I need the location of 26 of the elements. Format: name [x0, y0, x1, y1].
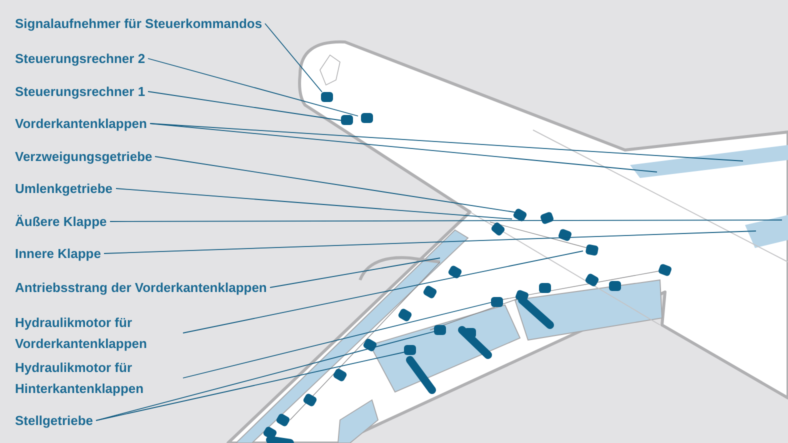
leader-line	[182, 300, 498, 378]
callout-label: Umlenkgetriebe	[15, 178, 113, 199]
leader-line	[116, 188, 512, 220]
callout-label: Steuerungsrechner 2	[15, 48, 146, 69]
leader-line	[110, 220, 782, 222]
leader-line	[96, 352, 406, 421]
callout-label: Vorderkantenklappen	[15, 113, 147, 134]
leader-line	[154, 156, 520, 214]
callout-label: Innere Klappe	[15, 243, 101, 264]
callout-label: Antriebsstrang der Vorderkantenklappen	[15, 277, 267, 298]
leader-line	[104, 230, 756, 254]
leader-line	[150, 123, 744, 162]
callout-label: Verzweigungsgetriebe	[15, 146, 152, 167]
callout-label: Signalaufnehmer für Steuerkommandos	[15, 13, 262, 34]
callout-label: Steuerungsrechner 1	[15, 81, 146, 102]
leader-line	[148, 58, 358, 116]
leader-line	[264, 23, 322, 92]
leader-line	[150, 123, 658, 172]
leader-line	[148, 91, 346, 122]
leader-line	[182, 250, 584, 334]
callout-label: Hydraulikmotor für Vorderkantenklappen	[15, 312, 180, 354]
callout-label: Stellgetriebe	[15, 410, 94, 431]
leader-line	[96, 330, 440, 421]
callout-label: Äußere Klappe	[15, 211, 107, 232]
callout-label: Hydraulikmotor für Hinterkantenklappen	[15, 357, 180, 399]
leader-line	[270, 258, 440, 288]
